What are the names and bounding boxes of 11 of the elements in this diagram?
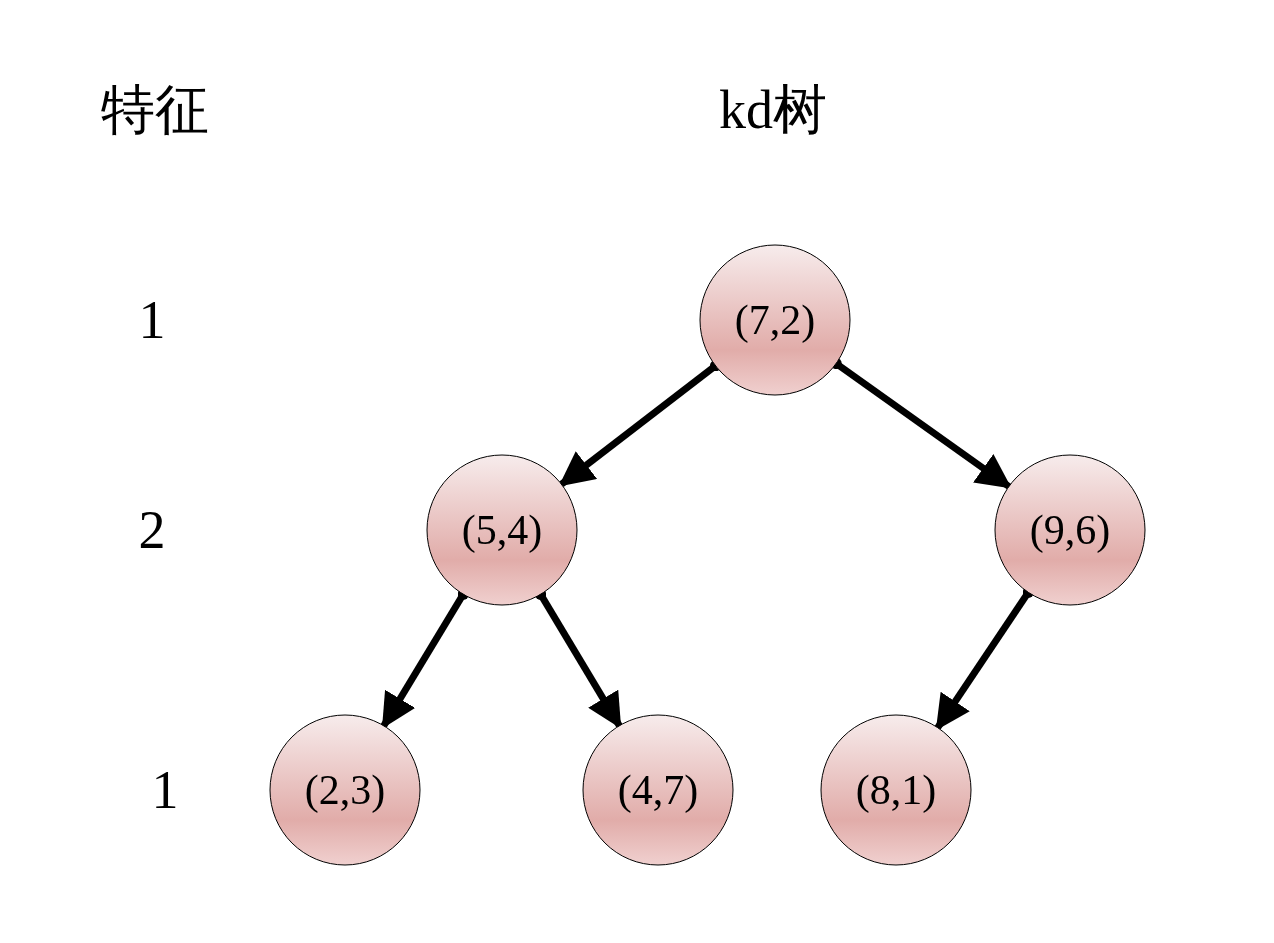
node-label: (4,7) (617, 769, 699, 811)
node-label: (7,2) (734, 299, 816, 341)
column-heading: 特征 (101, 83, 209, 137)
node-label: (9,6) (1029, 509, 1111, 551)
level-number: 1 (138, 293, 166, 347)
column-heading: kd树 (719, 83, 827, 137)
level-number: 2 (138, 503, 166, 557)
node-label: (2,3) (304, 769, 386, 811)
level-number: 1 (151, 763, 179, 817)
node-label: (8,1) (855, 769, 937, 811)
node-label: (5,4) (461, 509, 543, 551)
